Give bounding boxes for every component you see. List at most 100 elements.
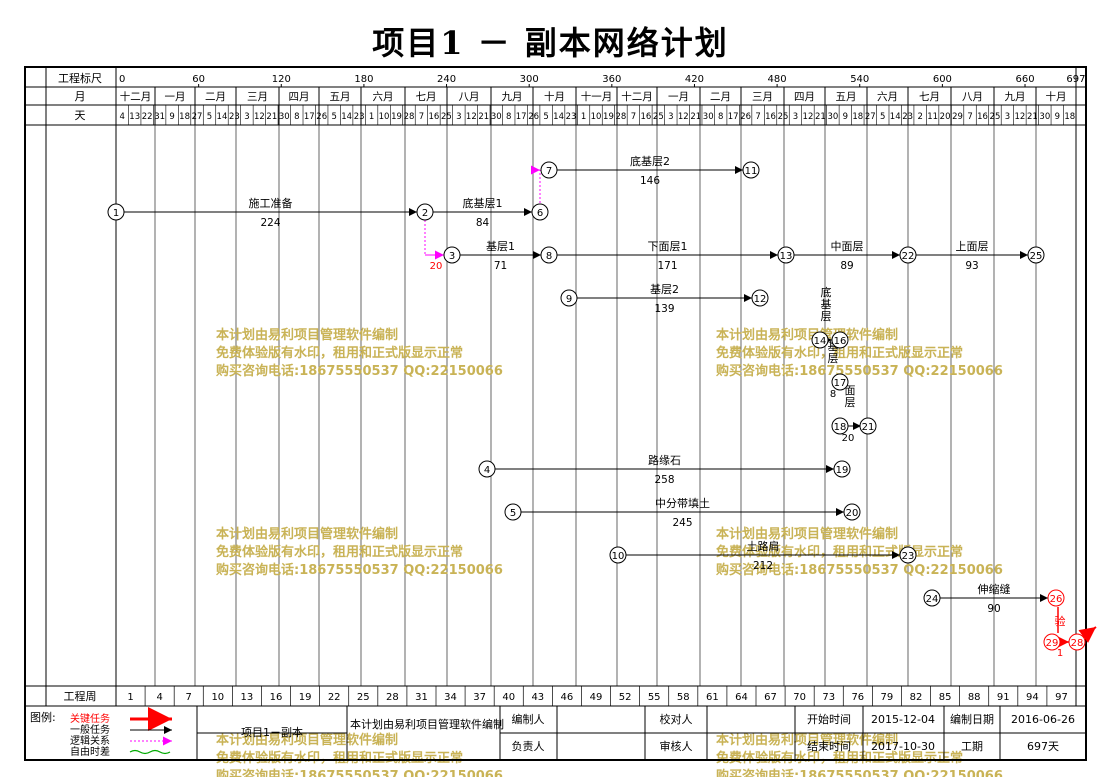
month-cell: 十一月 <box>581 90 613 103</box>
day-cell: 12 <box>254 112 265 122</box>
task-name: 土路肩 <box>747 539 780 553</box>
week-cell: 37 <box>473 692 486 703</box>
week-cell: 55 <box>648 692 661 703</box>
scale-tick-label: 240 <box>437 74 456 85</box>
task-name: 路缘石 <box>648 454 681 467</box>
node-label: 3 <box>449 251 455 262</box>
month-cell: 九月 <box>502 91 523 103</box>
week-cell: 76 <box>851 692 864 703</box>
footer-start-value: 2015-12-04 <box>871 713 935 726</box>
node-label: 16 <box>834 336 847 347</box>
week-cell: 28 <box>386 692 399 703</box>
day-cell: 13 <box>129 112 140 122</box>
node-circle <box>899 246 917 264</box>
day-cell: 14 <box>341 112 352 122</box>
day-cell: 4 <box>120 112 125 122</box>
week-cell: 46 <box>561 692 574 703</box>
node-circle <box>831 331 849 349</box>
node-circle <box>443 246 461 264</box>
node-circle <box>811 331 829 349</box>
day-cell: 30 <box>491 112 502 122</box>
day-cell: 12 <box>466 112 477 122</box>
node-circle <box>540 161 558 179</box>
day-cell: 3 <box>456 112 461 122</box>
week-cell: 4 <box>156 692 162 703</box>
week-cell: 16 <box>270 692 283 703</box>
node-label: 28 <box>1071 638 1084 649</box>
week-cell: 88 <box>968 692 981 703</box>
day-cell: 16 <box>765 112 776 122</box>
day-cell: 11 <box>927 112 938 122</box>
day-cell: 18 <box>852 112 863 122</box>
task-duration: 245 <box>672 517 692 529</box>
task-name: 中分带填土 <box>655 496 710 510</box>
watermark-text: 免费体验版有水印，租用和正式版显示正常 <box>716 750 963 766</box>
day-cell: 23 <box>354 112 365 122</box>
vertical-label-char: 层 <box>845 396 856 409</box>
week-cell: 43 <box>531 692 544 703</box>
node-circle <box>899 546 917 564</box>
small-duration: 8 <box>830 389 836 400</box>
node-circle <box>478 460 496 478</box>
vertical-label-char: 层 <box>821 310 832 323</box>
week-cell: 97 <box>1055 692 1068 703</box>
task-name: 基层1 <box>486 240 515 253</box>
week-cell: 85 <box>939 692 952 703</box>
watermark-text: 购买咨询电话:18675550537 QQ:22150066 <box>216 768 503 777</box>
month-cell: 二月 <box>710 91 731 103</box>
day-label: 天 <box>75 109 86 122</box>
watermark-text: 免费体验版有水印，租用和正式版显示正常 <box>716 345 963 361</box>
node-label: 21 <box>862 422 875 433</box>
node-circle <box>609 546 627 564</box>
day-cell: 12 <box>1014 112 1025 122</box>
day-cell: 23 <box>902 112 913 122</box>
day-cell: 3 <box>244 112 249 122</box>
week-cell: 7 <box>186 692 192 703</box>
month-cell: 五月 <box>836 91 857 103</box>
task-name: 基层2 <box>650 283 679 296</box>
legend-title: 图例: <box>30 710 56 724</box>
node-label: 1 <box>113 208 119 219</box>
footer-reviewer-label: 审核人 <box>660 739 693 753</box>
watermark-text: 本计划由易利项目管理软件编制 <box>216 526 398 542</box>
scale-tick-label: 660 <box>1015 74 1034 85</box>
week-cell: 25 <box>357 692 370 703</box>
logic-lag-label: 20 <box>430 261 443 272</box>
day-cell: 26 <box>316 112 327 122</box>
day-cell: 14 <box>890 112 901 122</box>
vertical-label-char: 面 <box>845 384 856 397</box>
month-cell: 七月 <box>416 91 437 103</box>
day-cell: 1 <box>581 112 586 122</box>
footer-end-value: 2017-10-30 <box>871 740 935 753</box>
page-title: 项目1 － 副本网络计划 <box>372 24 729 62</box>
node-label: 12 <box>754 294 767 305</box>
task-duration: 139 <box>654 303 674 315</box>
day-cell: 21 <box>266 112 277 122</box>
day-cell: 26 <box>528 112 539 122</box>
task-duration: 212 <box>753 560 773 572</box>
month-cell: 五月 <box>330 91 351 103</box>
day-cell: 8 <box>506 112 511 122</box>
day-cell: 19 <box>391 112 402 122</box>
task-name: 伸缩缝 <box>978 582 1011 596</box>
day-cell: 30 <box>703 112 714 122</box>
node-label: 6 <box>537 208 543 219</box>
task-name: 上面层 <box>956 240 989 253</box>
month-cell: 三月 <box>247 91 268 103</box>
watermark-text: 免费体验版有水印，租用和正式版显示正常 <box>216 544 463 560</box>
month-cell: 一月 <box>668 91 689 103</box>
day-cell: 5 <box>543 112 548 122</box>
task-name: 底基层1 <box>463 196 503 210</box>
week-cell: 31 <box>415 692 428 703</box>
node-circle <box>742 161 760 179</box>
task-duration: 146 <box>640 175 660 187</box>
day-cell: 25 <box>441 112 452 122</box>
day-cell: 30 <box>827 112 838 122</box>
week-cell: 94 <box>1026 692 1039 703</box>
scale-tick-label: 180 <box>354 74 373 85</box>
week-cell: 82 <box>910 692 923 703</box>
legend <box>25 706 1086 761</box>
day-cell: 25 <box>778 112 789 122</box>
day-cell: 7 <box>631 112 636 122</box>
